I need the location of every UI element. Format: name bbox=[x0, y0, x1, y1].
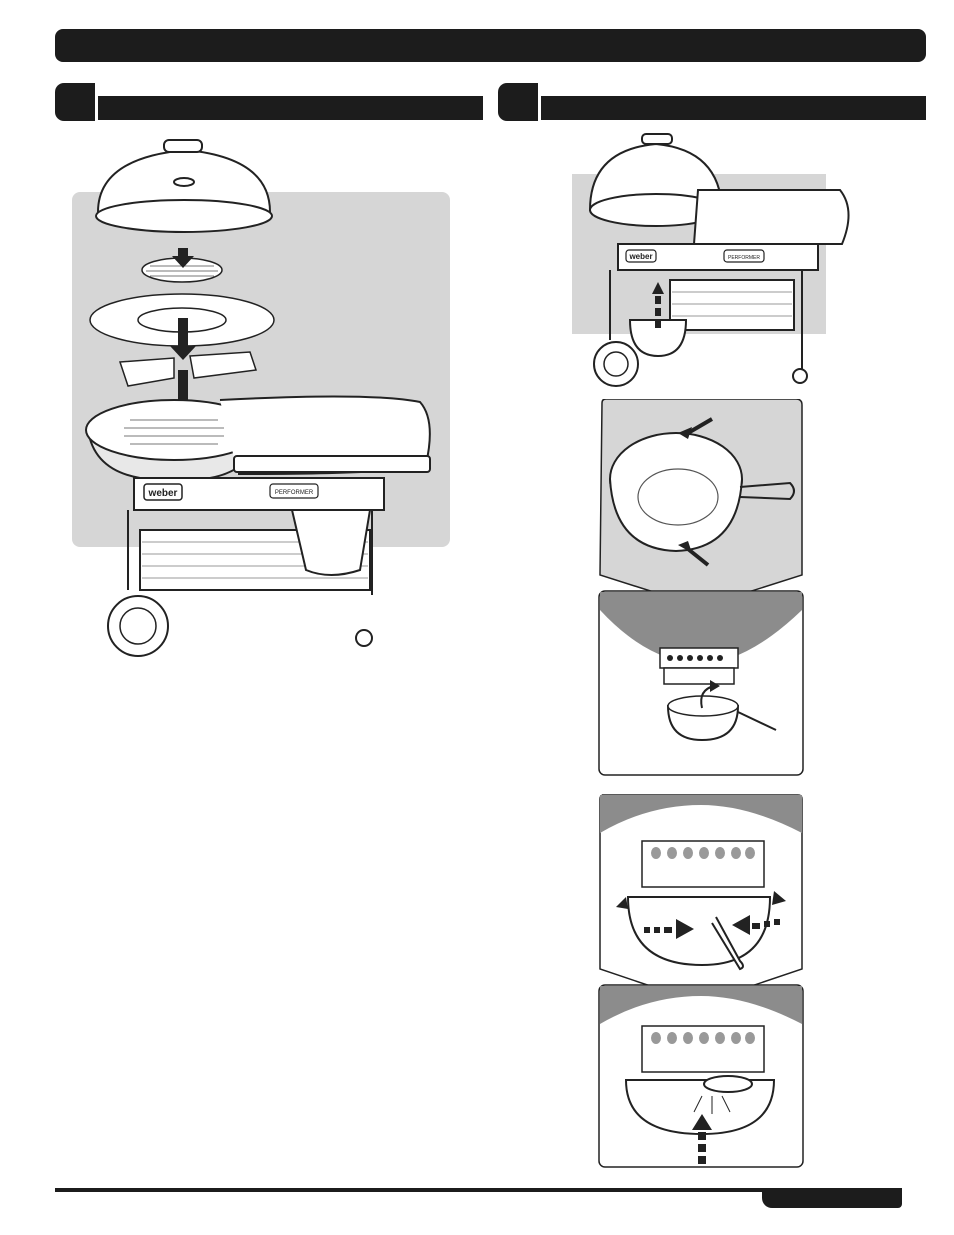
step-2-heading bbox=[541, 96, 926, 120]
charcoal-bin bbox=[290, 509, 372, 576]
caster bbox=[792, 368, 808, 384]
catcher-handle bbox=[703, 1075, 753, 1093]
page-number-tab bbox=[762, 1188, 902, 1208]
vent-holes bbox=[667, 655, 723, 661]
main-grate-lines bbox=[124, 419, 224, 445]
step-2-number bbox=[498, 83, 538, 121]
side-table bbox=[692, 189, 850, 245]
ash-catcher-locked-detail bbox=[598, 984, 804, 1168]
cart-frame bbox=[609, 270, 803, 370]
brand-badge bbox=[143, 483, 183, 501]
ash-catcher-bowl-detail bbox=[599, 399, 803, 608]
bowl-underside bbox=[600, 592, 802, 664]
brand-badge-text: weber bbox=[148, 488, 178, 499]
brand-badge-text: weber bbox=[628, 252, 652, 261]
caster bbox=[355, 629, 373, 647]
brand-badge bbox=[625, 249, 657, 263]
lid bbox=[588, 133, 724, 227]
page-number bbox=[762, 1188, 902, 1208]
up-arrow bbox=[652, 282, 664, 328]
grill-exploded-illustration: weber PERFORMER bbox=[72, 139, 450, 657]
panel-label-box bbox=[723, 249, 765, 263]
panel-label-text: PERFORMER bbox=[275, 490, 314, 496]
vent-holes bbox=[651, 847, 755, 859]
ash-catcher-install-detail bbox=[598, 590, 804, 776]
grill-ash-catcher-illustration: weber PERFORMER bbox=[572, 133, 850, 387]
ash-catcher bbox=[628, 319, 688, 358]
step-1-header bbox=[55, 83, 483, 121]
step-1-heading bbox=[98, 96, 483, 120]
charcoal-basket-right bbox=[189, 351, 257, 379]
up-arrow bbox=[692, 1114, 712, 1164]
catcher-handle bbox=[711, 916, 744, 971]
panel-label-box bbox=[269, 483, 319, 499]
vent-holes bbox=[651, 1032, 755, 1044]
page-title-bar bbox=[55, 29, 926, 62]
grill-body bbox=[85, 395, 431, 479]
push-arrows bbox=[616, 891, 786, 939]
ash-catcher-lock-detail bbox=[599, 794, 803, 1004]
bottom-shelf-lines bbox=[672, 291, 792, 317]
lid bbox=[95, 139, 273, 233]
footer-rule bbox=[55, 1188, 901, 1192]
charcoal-basket-left bbox=[118, 357, 175, 387]
pointer-arrows bbox=[678, 417, 714, 567]
step-1-number bbox=[55, 83, 95, 121]
bowl-handle bbox=[739, 481, 795, 501]
click-lines bbox=[693, 1095, 731, 1114]
step-2-header bbox=[498, 83, 926, 121]
panel-label-text: PERFORMER bbox=[728, 255, 760, 261]
